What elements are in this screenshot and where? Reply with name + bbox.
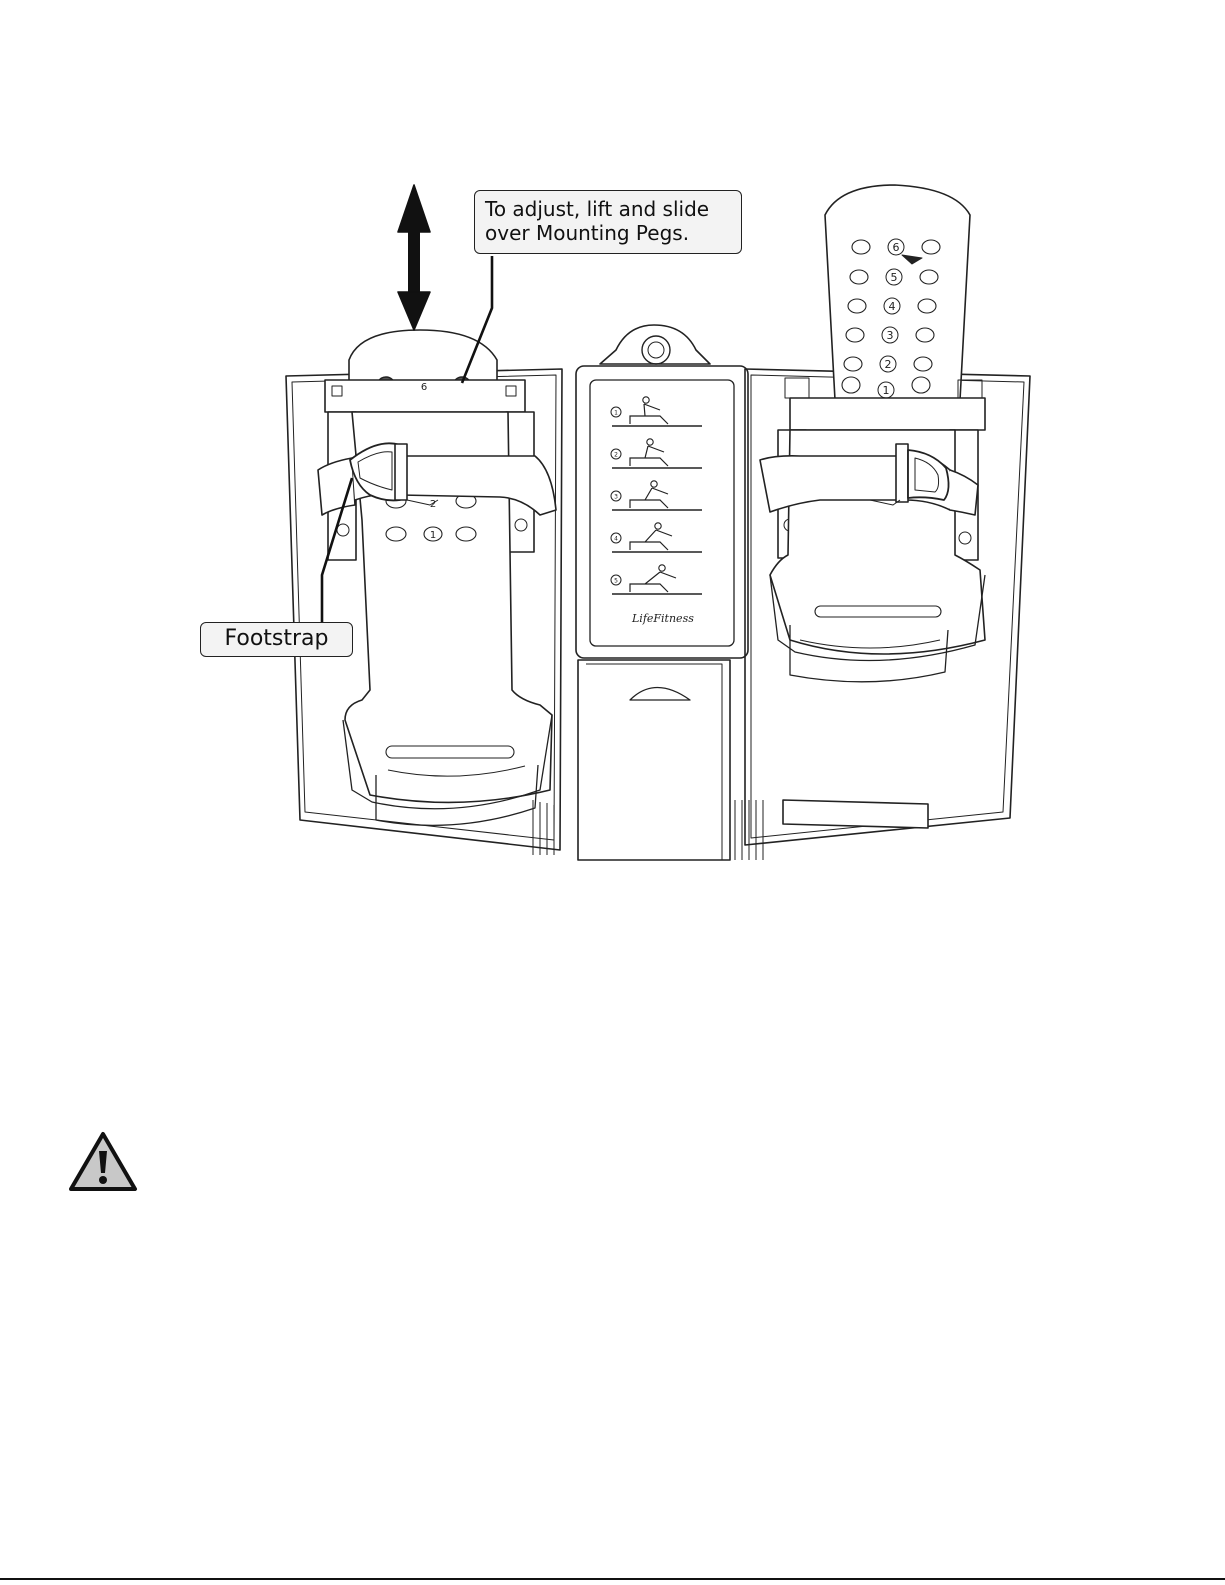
warning-triangle-icon bbox=[68, 1131, 138, 1193]
position-number: 5 bbox=[614, 578, 618, 585]
footplate-number: 2 bbox=[430, 499, 436, 510]
footplate-number: 6 bbox=[893, 241, 900, 254]
footplate-number: 6 bbox=[421, 382, 427, 393]
double-arrow-icon bbox=[398, 185, 430, 330]
position-number: 4 bbox=[614, 536, 618, 543]
footplate-number: 2 bbox=[885, 358, 892, 371]
position-number: 3 bbox=[614, 494, 618, 501]
footstrap-callout: Footstrap bbox=[200, 622, 353, 657]
footplate-number: 5 bbox=[891, 271, 898, 284]
footplate-number: 1 bbox=[430, 530, 436, 541]
brand-logo-text: LifeFitness bbox=[631, 612, 694, 625]
page-bottom-rule bbox=[0, 1578, 1225, 1580]
position-number: 1 bbox=[614, 410, 618, 417]
right-footplate bbox=[825, 185, 970, 400]
position-number: 2 bbox=[614, 452, 618, 459]
adjust-instruction-callout: To adjust, lift and slide over Mounting … bbox=[474, 190, 742, 254]
footplate-number: 1 bbox=[883, 384, 890, 397]
footplate-number: 4 bbox=[889, 300, 896, 313]
center-rail bbox=[578, 660, 763, 860]
footplate-number: 3 bbox=[887, 329, 894, 342]
